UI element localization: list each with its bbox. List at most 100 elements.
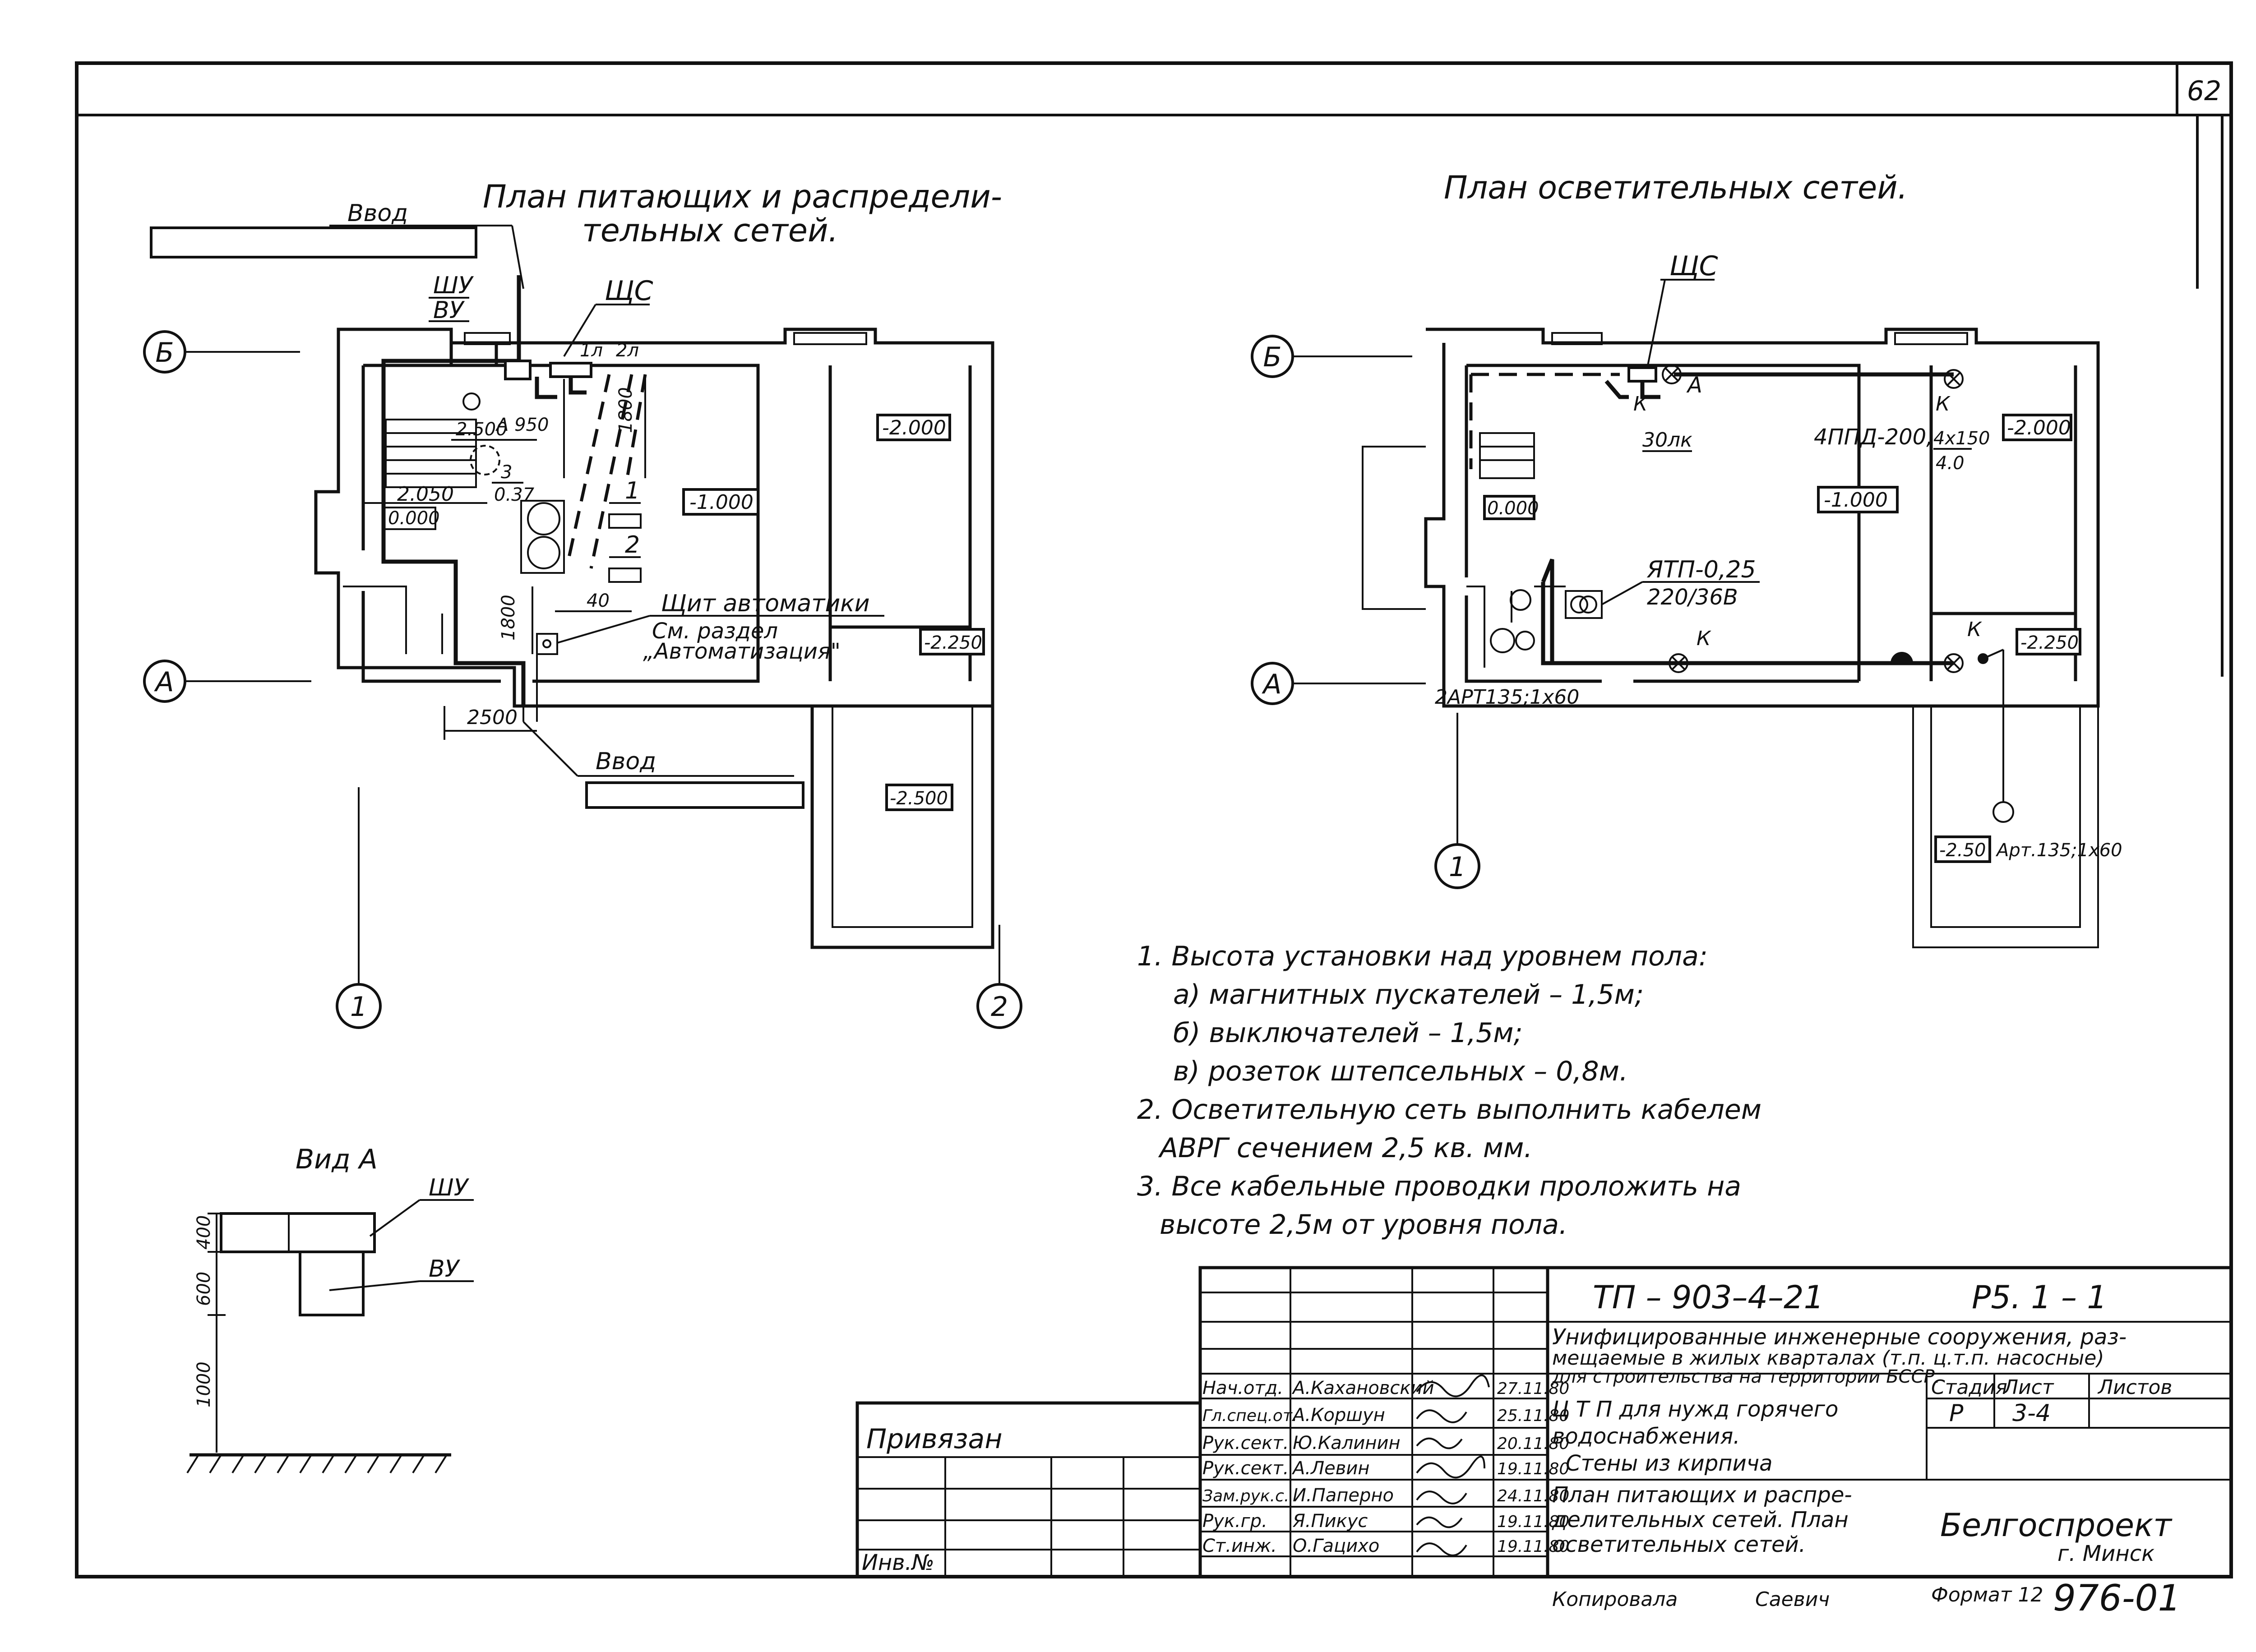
staff-name-5: И.Паперно bbox=[1293, 1485, 1394, 1506]
staff-name-3: Ю.Калинин bbox=[1293, 1433, 1401, 1454]
view-a: Вид А ШУ ВУ 400 600 1000 bbox=[186, 1144, 474, 1474]
view-a-shu-box bbox=[220, 1212, 376, 1253]
mark-k4: К bbox=[1967, 618, 1982, 641]
dim-2500-bottom: 2500 bbox=[467, 706, 518, 729]
level-m2250: -2.250 bbox=[924, 632, 982, 653]
automation-panel-label: Щит автоматики bbox=[661, 590, 870, 617]
staff-role-1: Нач.отд. bbox=[1202, 1378, 1283, 1398]
note-1b: б) выключателей – 1,5м; bbox=[1173, 1017, 1523, 1049]
staff-name-4: А.Левин bbox=[1291, 1458, 1370, 1479]
organization: Белгоспроект bbox=[1940, 1507, 2173, 1544]
axis-a-label: А bbox=[153, 666, 174, 698]
note-1: 1. Высота установки над уровнем пола: bbox=[1137, 941, 1708, 972]
staff-name-1: А.Кахановский bbox=[1291, 1378, 1434, 1398]
dim-a950: А 950 bbox=[495, 415, 549, 435]
mark-k1: К bbox=[1633, 392, 1648, 415]
staff-role-6: Рук.гр. bbox=[1202, 1511, 1267, 1532]
note-3: 3. Все кабельные проводки проложить на bbox=[1137, 1171, 1741, 1202]
dim-400: 400 bbox=[194, 1215, 214, 1250]
note-2: 2. Осветительную сеть выполнить кабелем bbox=[1137, 1094, 1761, 1126]
light-axis-1-label: 1 bbox=[1449, 851, 1466, 883]
lighting-cable-upper bbox=[1469, 373, 1620, 469]
format-label: Формат 12 bbox=[1931, 1583, 2043, 1606]
linked-label: Привязан bbox=[866, 1423, 1003, 1455]
description-line-1: Унифицированные инженерные сооружения, р… bbox=[1552, 1324, 2127, 1350]
sheet-header: Лист bbox=[2002, 1376, 2054, 1399]
light-level-0000: 0.000 bbox=[1487, 498, 1539, 519]
light-level-m1000: -1.000 bbox=[1824, 489, 1888, 512]
input-bar-bottom bbox=[585, 781, 804, 809]
stairs bbox=[363, 419, 487, 504]
staff-role-7: Ст.инж. bbox=[1202, 1536, 1277, 1556]
level-m2500: -2.500 bbox=[890, 788, 948, 809]
note-2-cont: АВРГ сечением 2,5 кв. мм. bbox=[1158, 1132, 1532, 1164]
dim-2050: 2.050 bbox=[397, 483, 454, 506]
note-1c: в) розеток штепсельных – 0,8м. bbox=[1173, 1056, 1628, 1087]
axis-2-marker bbox=[976, 983, 1022, 1029]
light-shs-label: ЩС bbox=[1669, 250, 1718, 282]
dim-1800-bottom: 1800 bbox=[498, 595, 519, 641]
signatures bbox=[1416, 1374, 1490, 1556]
transformer-voltage: 220/36В bbox=[1647, 585, 1738, 610]
object-name-2: водоснабжения. bbox=[1552, 1424, 1740, 1449]
axis-b-label: Б bbox=[155, 337, 174, 369]
light-plan: План осветительных сетей. ЩС bbox=[1251, 169, 2122, 948]
note-1a: а) магнитных пускателей – 1,5м; bbox=[1173, 979, 1644, 1011]
see-section: См. раздел bbox=[652, 618, 778, 644]
staff-date-7: 19.11.80 bbox=[1497, 1537, 1569, 1556]
mark-k3: К bbox=[1697, 627, 1711, 650]
shs-label: ЩС bbox=[605, 275, 653, 307]
description-line-2: мещаемые в жилых кварталах (т.п. ц.т.п. … bbox=[1552, 1347, 2104, 1370]
level-0000-left: 0.000 bbox=[388, 508, 440, 529]
fixture-frac-num: 4x150 bbox=[1933, 428, 1990, 449]
staff-date-5: 24.11.80 bbox=[1497, 1487, 1569, 1505]
view-a-vu: ВУ bbox=[429, 1255, 461, 1283]
feed-cable-route bbox=[381, 359, 526, 706]
view-a-title: Вид А bbox=[296, 1144, 378, 1175]
title-block: Нач.отд. А.Кахановский 27.11.80 Гл.спец.… bbox=[855, 1266, 2233, 1619]
copied-by-name: Саевич bbox=[1755, 1588, 1830, 1611]
dim-1000: 1000 bbox=[194, 1361, 214, 1407]
feed-plan-title-cont: тельных сетей. bbox=[582, 212, 838, 249]
automation-section: „Автоматизация" bbox=[643, 639, 841, 664]
light-level-m2250: -2.250 bbox=[2020, 632, 2079, 653]
inv-label: Инв.№ bbox=[862, 1550, 934, 1575]
feed-plan: План питающих и распредели- тельных сете… bbox=[143, 178, 1022, 1029]
shu-label: ШУ bbox=[433, 272, 474, 299]
sheets-header: Листов bbox=[2097, 1376, 2172, 1399]
art-left: 2АРТ135;1x60 bbox=[1435, 686, 1579, 709]
fixture-label: 4ППД-200, bbox=[1814, 425, 1933, 450]
object-name-1: Ц Т П для нужд горячего bbox=[1552, 1397, 1838, 1422]
mark-a: А bbox=[1686, 373, 1702, 398]
frac-num: 3 bbox=[501, 462, 512, 483]
note-3-cont: высоте 2,5м от уровня пола. bbox=[1160, 1209, 1567, 1241]
feed-plan-title: План питающих и распредели- bbox=[483, 178, 1002, 215]
notes: 1. Высота установки над уровнем пола: а)… bbox=[1137, 941, 1761, 1241]
level-m2000: -2.000 bbox=[882, 416, 946, 439]
sheet-code: Р5. 1 – 1 bbox=[1972, 1279, 2107, 1316]
lux-label: 30лк bbox=[1642, 429, 1692, 452]
transformer-name: ЯТП-0,25 bbox=[1646, 556, 1756, 583]
drawing-name-1: План питающих и распре- bbox=[1552, 1482, 1852, 1508]
light-level-m250: -2.50 bbox=[1939, 840, 1986, 861]
staff-date-2: 25.11.80 bbox=[1497, 1407, 1569, 1425]
art-right: Арт.135;1x60 bbox=[1995, 840, 2122, 861]
pit-outline bbox=[810, 706, 994, 949]
stage-header: Стадия bbox=[1931, 1376, 2007, 1399]
dim-2500-top: 2.500 bbox=[456, 419, 508, 440]
light-plan-title: План осветительных сетей. bbox=[1444, 169, 1908, 206]
drawing-name-2: делительных сетей. План bbox=[1552, 1507, 1849, 1532]
stage-value: Р bbox=[1949, 1400, 1964, 1427]
pump-2: 2 bbox=[625, 531, 640, 558]
dim-40: 40 bbox=[587, 591, 610, 611]
mark-k2: К bbox=[1936, 392, 1951, 415]
drawing-name-3: осветительных сетей. bbox=[1552, 1532, 1806, 1557]
view-a-vu-box bbox=[299, 1251, 365, 1316]
project-code: ТП – 903–4–21 bbox=[1593, 1279, 1824, 1316]
level-m1000: -1.000 bbox=[689, 491, 754, 514]
feed-line-2 bbox=[589, 374, 633, 569]
pump-1: 1 bbox=[625, 477, 640, 504]
copied-by-label: Копировала bbox=[1552, 1588, 1678, 1611]
staff-role-2: Гл.спец.от. bbox=[1202, 1407, 1297, 1425]
